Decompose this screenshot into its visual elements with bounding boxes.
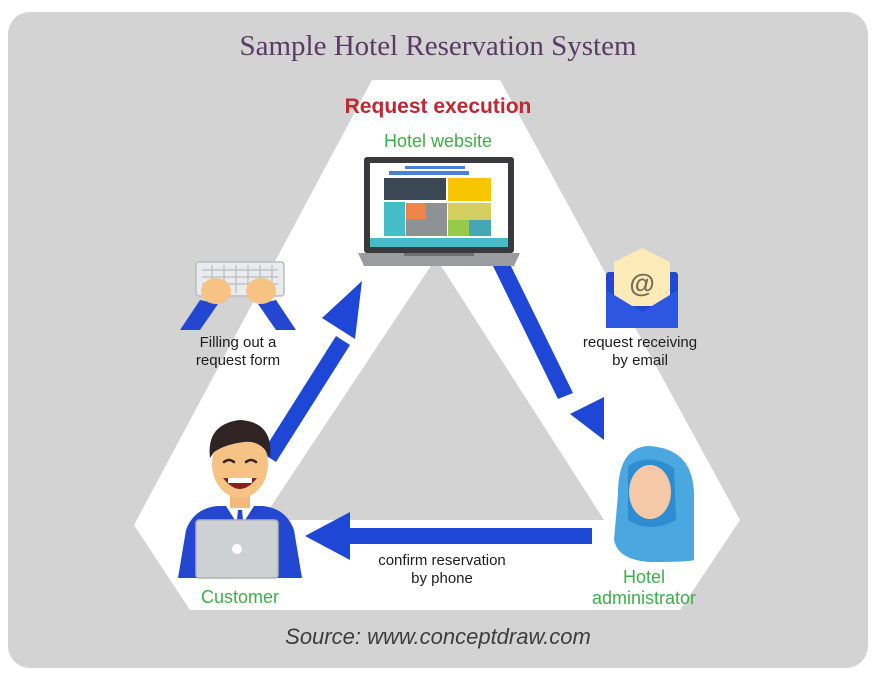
email-at-symbol: @ (629, 268, 654, 298)
edge-label-phone: confirm reservation by phone (352, 552, 532, 588)
arrow-admin-to-customer (305, 512, 592, 560)
arrow-customer-to-website (262, 281, 362, 462)
hotel-administrator-label: Hotel administrator (574, 567, 714, 609)
edge-label-email-line1: request receiving (582, 334, 698, 351)
hotel-website-label: Hotel website (383, 131, 493, 151)
edge-label-email: request receiving by email (568, 334, 712, 370)
customer-person-icon (178, 420, 302, 579)
email-envelope-icon: @ (606, 248, 678, 328)
source-caption: Source: www.conceptdraw.com (285, 624, 591, 649)
triangle-inner (262, 258, 604, 520)
diagram-title: Sample Hotel Reservation System (239, 30, 637, 62)
edge-label-phone-line2: by phone (411, 570, 473, 587)
edge-label-filling-form-line2: request form (195, 352, 281, 369)
administrator-person-icon (614, 446, 694, 562)
hotel-administrator-line1: Hotel (622, 567, 666, 587)
hotel-administrator-line2: administrator (591, 588, 697, 608)
arrow-website-to-admin (493, 260, 604, 440)
request-execution-heading: Request execution (344, 95, 532, 118)
laptop-website-icon (358, 157, 520, 266)
edge-label-phone-line1: confirm reservation (378, 552, 506, 569)
customer-label: Customer (200, 587, 280, 607)
edge-label-filling-form-line1: Filling out a (199, 334, 277, 351)
edge-label-email-line2: by email (612, 352, 668, 369)
edge-label-filling-form: Filling out a request form (172, 334, 304, 370)
keyboard-hands-icon (180, 261, 296, 330)
